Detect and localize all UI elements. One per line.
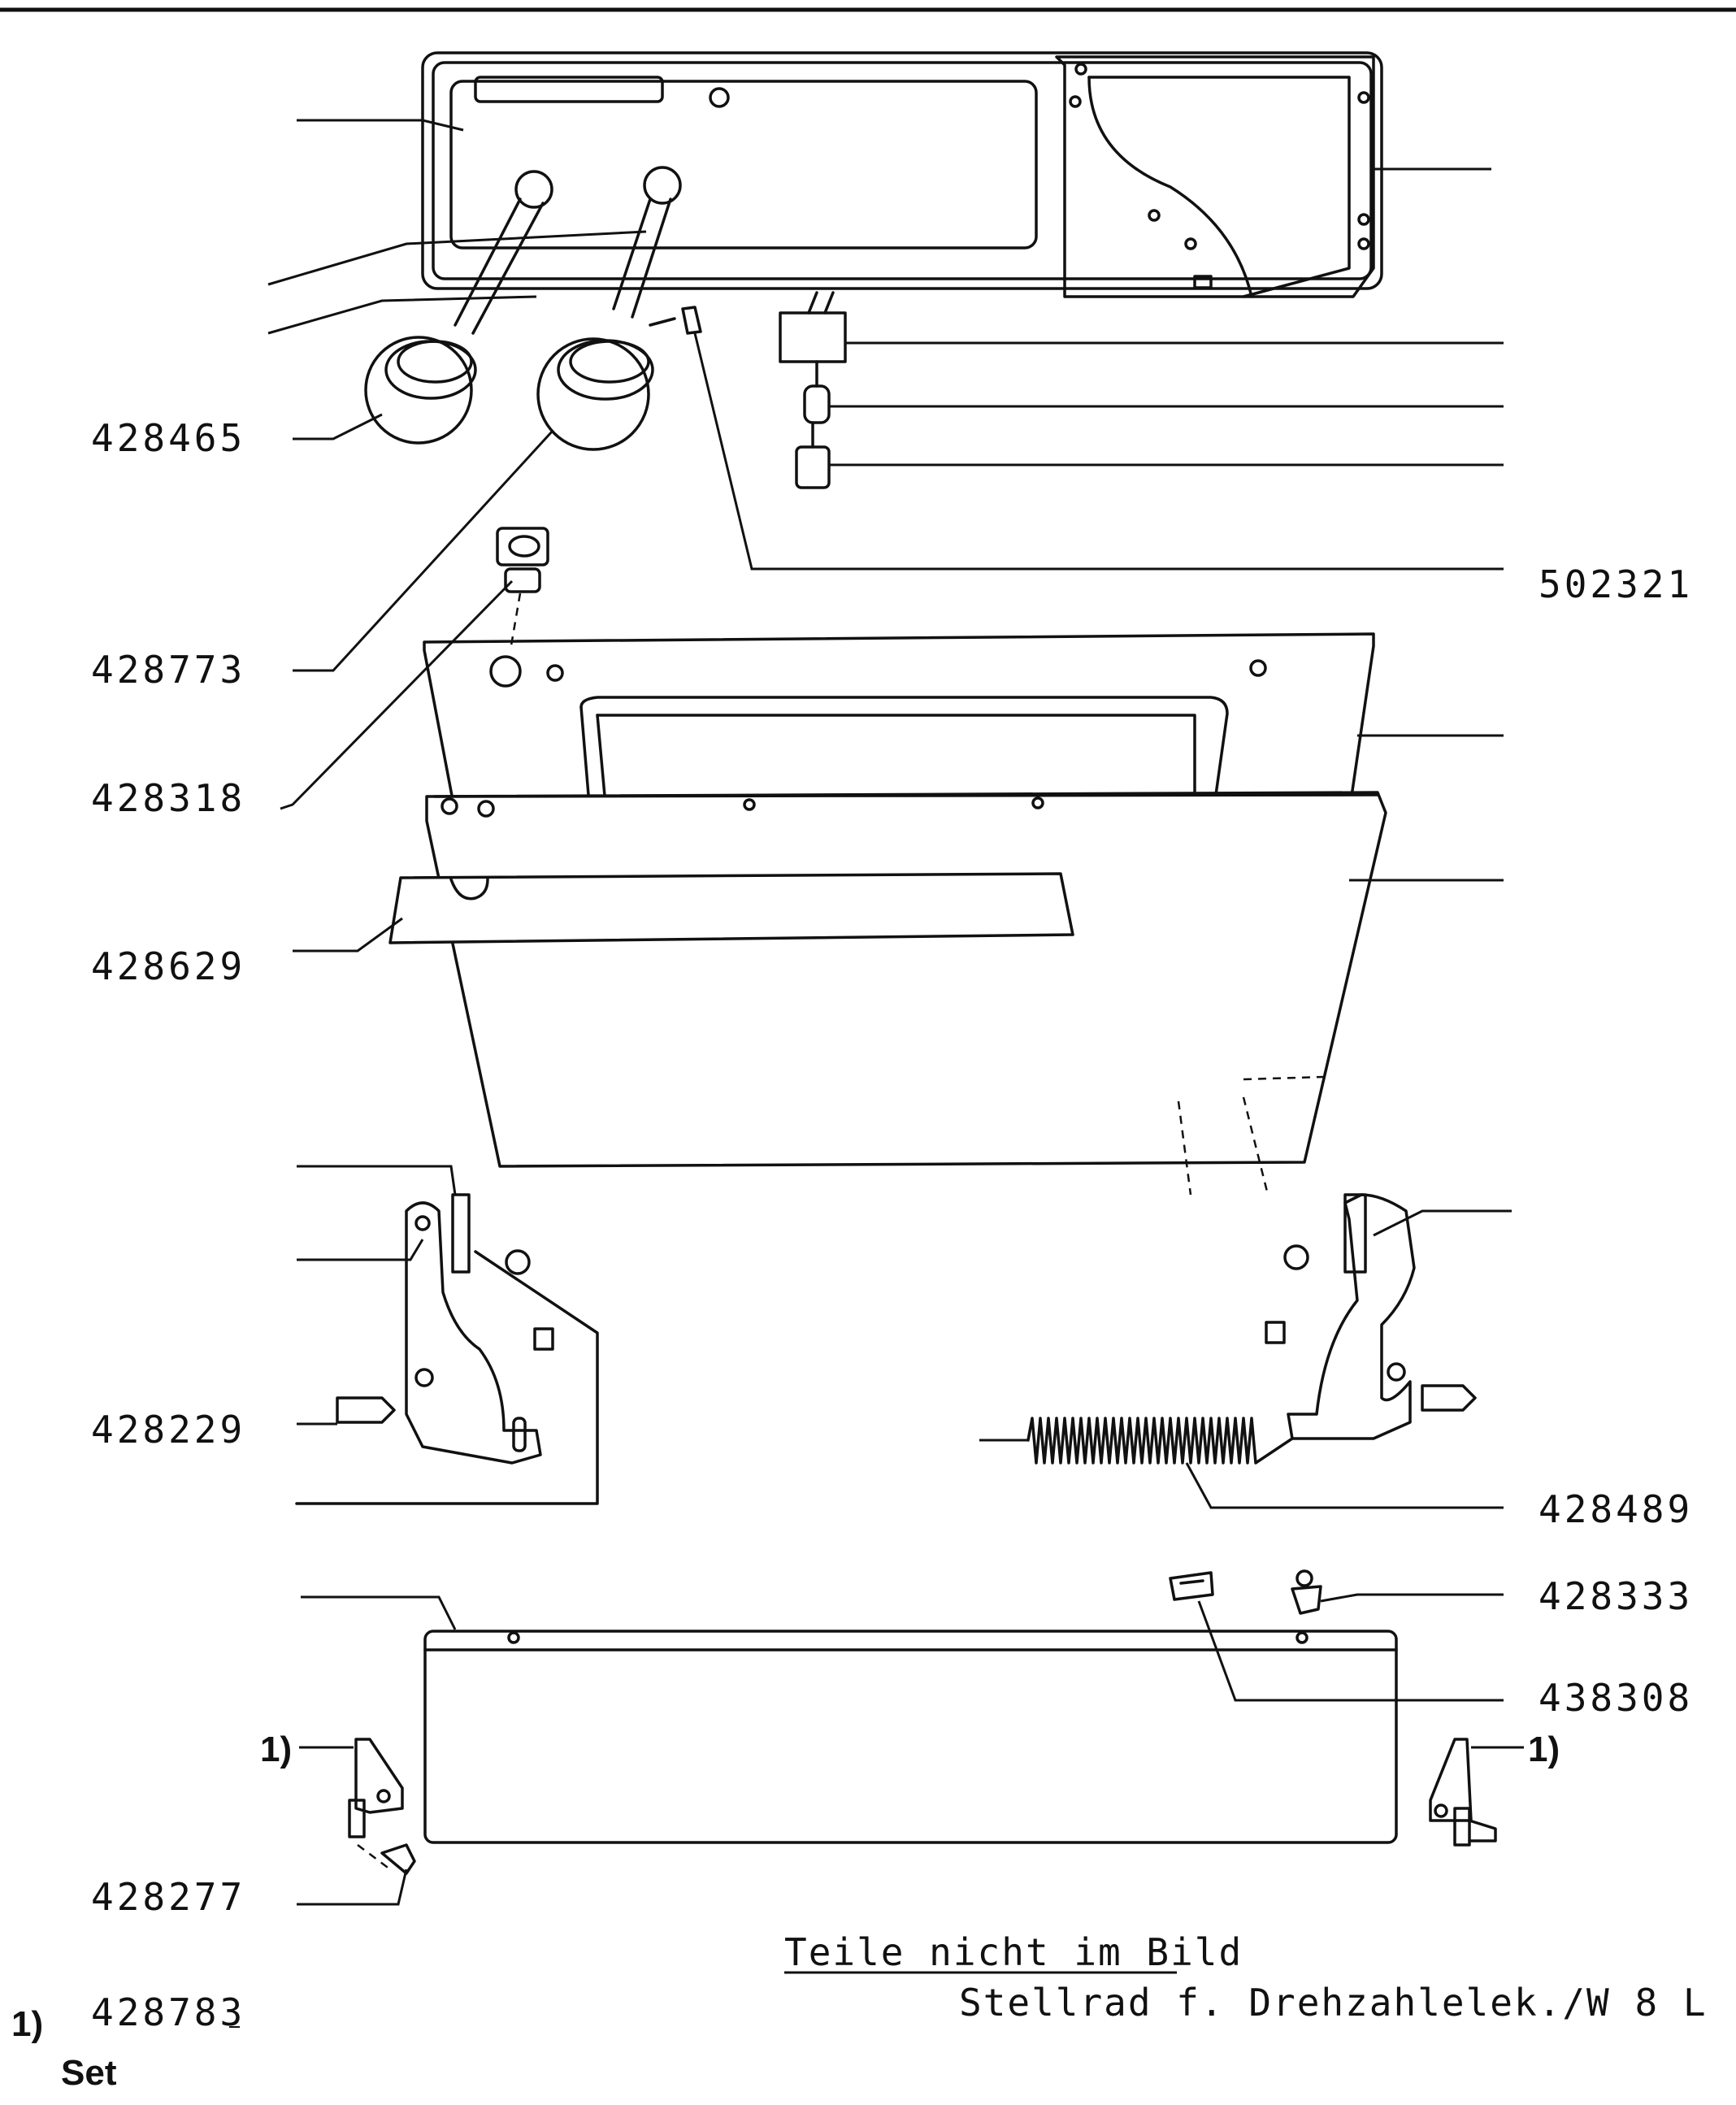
outer-door-panel xyxy=(388,791,1387,1196)
latch-part xyxy=(1291,1569,1322,1615)
part-number-428333: 428333 xyxy=(1539,1574,1693,1618)
part-number-428277: 428277 xyxy=(91,1875,245,1919)
left-hinge xyxy=(295,1193,599,1505)
switch-connector xyxy=(779,291,847,489)
control-panel xyxy=(421,51,1383,298)
footnote-marker: 1) xyxy=(11,2004,43,2044)
left-knob-assembly xyxy=(364,170,553,445)
leader-lines xyxy=(229,119,1524,2028)
part-number-428773: 428773 xyxy=(91,648,245,692)
footnote-number: 428783 xyxy=(91,1990,245,2034)
inner-door-frame xyxy=(423,632,1375,814)
part-number-502321: 502321 xyxy=(1539,562,1693,606)
footnote-marker-left: 1) xyxy=(260,1730,292,1769)
notes-heading: Teile nicht im Bild xyxy=(784,1930,1243,1974)
footnote-label: Set xyxy=(61,2053,117,2093)
part-number-438308: 438308 xyxy=(1539,1676,1693,1720)
spring-coil xyxy=(1026,1417,1294,1465)
part-number-428318: 428318 xyxy=(91,776,245,820)
right-knob-assembly xyxy=(536,166,682,451)
clip-part xyxy=(649,306,702,335)
part-number-428229: 428229 xyxy=(91,1408,245,1452)
right-hinge xyxy=(1265,1193,1477,1440)
notes-line: Stellrad f. Drehzahlelek./W 8 L xyxy=(959,1981,1708,2025)
part-number-428629: 428629 xyxy=(91,944,245,988)
right-bracket xyxy=(1429,1738,1497,1847)
left-bracket xyxy=(348,1738,416,1875)
spring xyxy=(1026,1417,1294,1465)
part-number-428489: 428489 xyxy=(1539,1487,1693,1531)
footnote-marker-right: 1) xyxy=(1528,1730,1560,1769)
part-number-428465: 428465 xyxy=(91,416,245,460)
plinth-panel xyxy=(423,1630,1398,1844)
guide-part xyxy=(1169,1571,1214,1601)
